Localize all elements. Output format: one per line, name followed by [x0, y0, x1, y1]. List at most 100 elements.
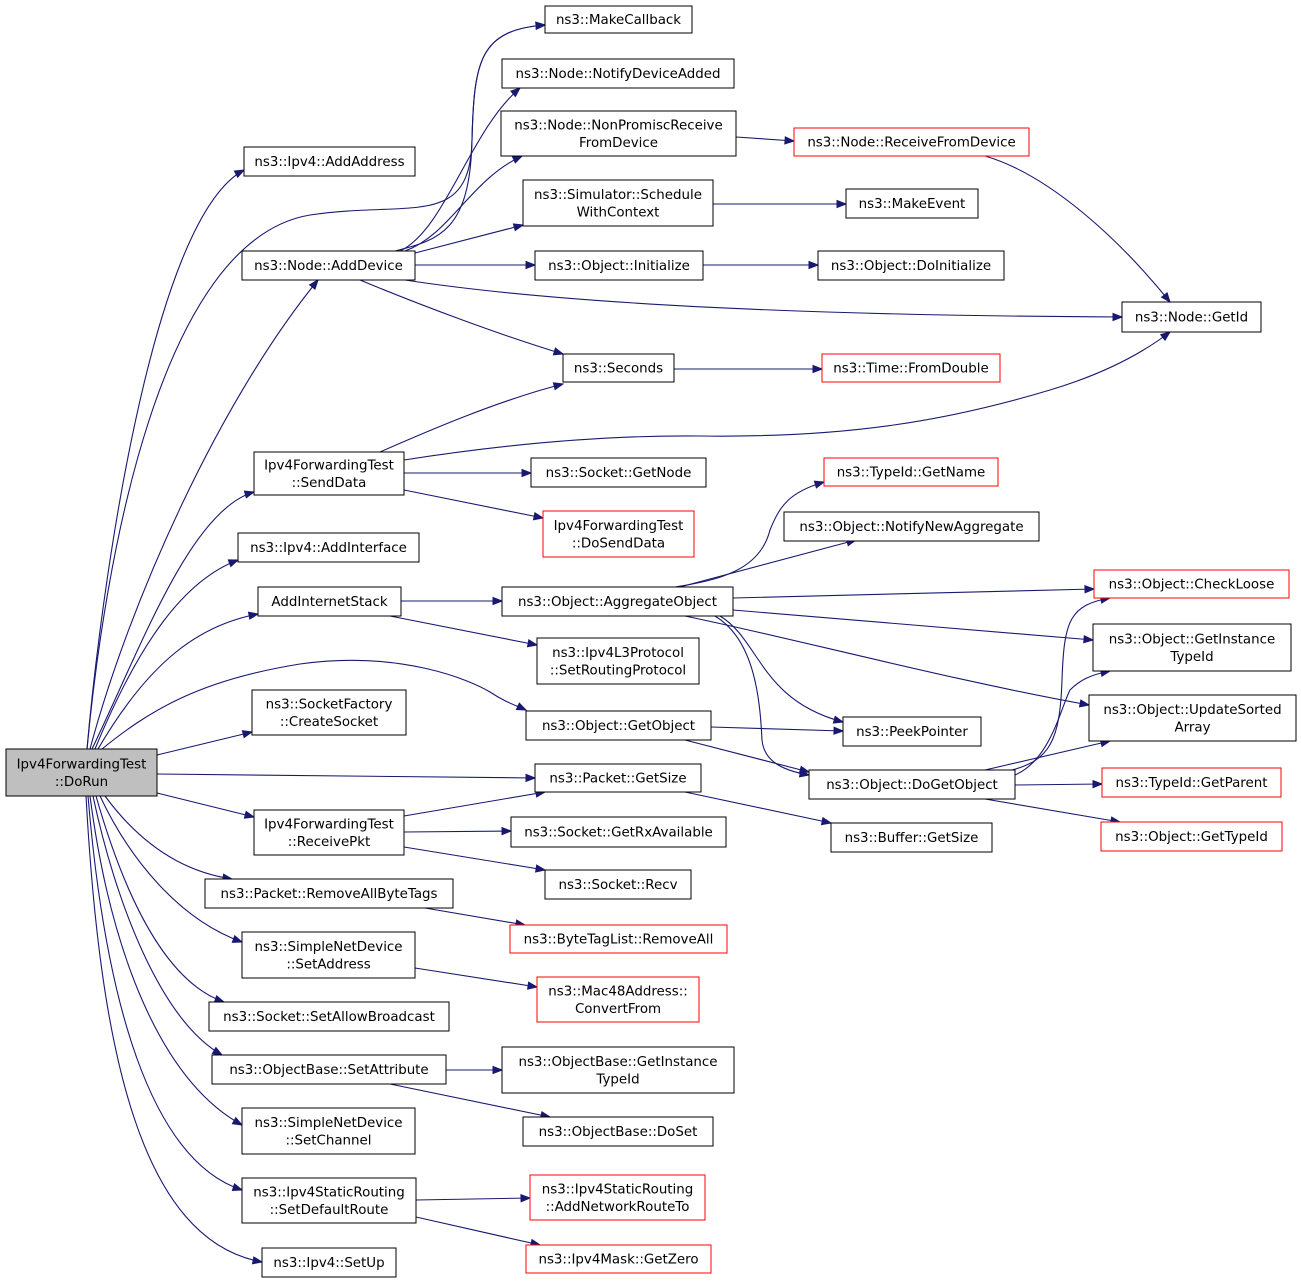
- node-notifynewaggregate[interactable]: ns3::Object::NotifyNewAggregate: [783, 511, 1040, 542]
- node-setchannel[interactable]: ns3::SimpleNetDevice::SetChannel: [241, 1107, 416, 1155]
- node-addinterface[interactable]: ns3::Ipv4::AddInterface: [237, 532, 420, 563]
- node-buffergetsize[interactable]: ns3::Buffer::GetSize: [830, 822, 993, 853]
- node-label-line: ns3::ObjectBase::DoSet: [539, 1125, 698, 1140]
- node-box: [257, 586, 402, 617]
- edge-dogetobject-to-gettypeid: [984, 798, 1122, 825]
- edge-setattribute-to-obgetinstancetypeid: [446, 1065, 504, 1075]
- node-aggregateobject[interactable]: ns3::Object::AggregateObject: [501, 586, 734, 617]
- node-removeall[interactable]: ns3::ByteTagList::RemoveAll: [509, 924, 728, 954]
- edge-getobject-to-dogetobject: [684, 739, 811, 774]
- node-getname[interactable]: ns3::TypeId::GetName: [823, 457, 999, 487]
- node-getnode[interactable]: ns3::Socket::GetNode: [530, 457, 707, 488]
- call-nodes: Ipv4ForwardingTest::DoRun ns3::MakeCallba…: [5, 5, 1297, 1278]
- edge-root-to-setaddress: [99, 795, 244, 943]
- edge-senddata-to-seconds: [379, 382, 565, 453]
- call-edges: [85, 21, 1172, 1265]
- node-label-line: ns3::Socket::GetNode: [546, 466, 692, 481]
- node-box: [783, 511, 1040, 542]
- node-box: [241, 1107, 416, 1155]
- edge-setaddress-to-convertfrom: [414, 967, 539, 990]
- node-box: [1092, 623, 1292, 672]
- node-label-line: ns3::SocketFactory: [266, 697, 393, 712]
- node-box: [529, 1174, 706, 1221]
- node-box: [1088, 694, 1297, 742]
- node-box: [525, 710, 712, 741]
- node-box: [534, 250, 704, 281]
- node-root[interactable]: Ipv4ForwardingTest::DoRun: [5, 748, 158, 797]
- node-setup[interactable]: ns3::Ipv4::SetUp: [261, 1247, 397, 1278]
- edge-getobject-to-peekpointer: [710, 726, 845, 735]
- node-box: [253, 809, 405, 856]
- node-gettypeid[interactable]: ns3::Object::GetTypeId: [1100, 821, 1283, 852]
- node-recv[interactable]: ns3::Socket::Recv: [544, 869, 692, 900]
- node-peekpointer[interactable]: ns3::PeekPointer: [842, 716, 982, 747]
- node-label-line: ns3::Ipv4::AddAddress: [254, 155, 404, 170]
- node-senddata[interactable]: Ipv4ForwardingTest::SendData: [253, 451, 405, 496]
- node-initialize[interactable]: ns3::Object::Initialize: [534, 250, 704, 281]
- node-setdefaultroute[interactable]: ns3::Ipv4StaticRouting::SetDefaultRoute: [241, 1177, 417, 1224]
- node-dogetobject[interactable]: ns3::Object::DoGetObject: [808, 769, 1016, 800]
- node-getobject[interactable]: ns3::Object::GetObject: [525, 710, 712, 741]
- node-makeevent[interactable]: ns3::MakeEvent: [845, 188, 979, 219]
- edge-packetgetsize-to-buffergetsize: [684, 791, 833, 826]
- node-box: [536, 637, 700, 685]
- node-doinitialize[interactable]: ns3::Object::DoInitialize: [817, 250, 1005, 281]
- node-getzero[interactable]: ns3::Ipv4Mask::GetZero: [525, 1244, 712, 1274]
- node-label-line: ns3::ObjectBase::GetInstance: [518, 1055, 717, 1070]
- node-box: [237, 532, 420, 563]
- node-addnetworkrouteto[interactable]: ns3::Ipv4StaticRouting::AddNetworkRouteT…: [529, 1174, 706, 1221]
- edge-aggregateobject-to-checkloose: [732, 584, 1096, 599]
- edge-root-to-getobject: [101, 659, 528, 750]
- node-checkloose[interactable]: ns3::Object::CheckLoose: [1093, 569, 1290, 599]
- edge-aggregateobject-to-notifynewaggregate: [679, 538, 858, 588]
- node-box: [562, 353, 675, 383]
- node-box: [253, 451, 405, 496]
- node-createsocket[interactable]: ns3::SocketFactory::CreateSocket: [251, 689, 407, 736]
- node-label-line: ns3::Ipv4StaticRouting: [542, 1182, 694, 1197]
- node-doset[interactable]: ns3::ObjectBase::DoSet: [522, 1116, 714, 1147]
- node-label-line: Ipv4ForwardingTest: [554, 519, 684, 534]
- edge-root-to-addaddress: [86, 169, 246, 750]
- node-receivepkt[interactable]: Ipv4ForwardingTest::ReceivePkt: [253, 809, 405, 856]
- node-notifydeviceadded[interactable]: ns3::Node::NotifyDeviceAdded: [501, 58, 735, 89]
- node-adddevice[interactable]: ns3::Node::AddDevice: [241, 250, 416, 281]
- node-label-line: ns3::Node::ReceiveFromDevice: [807, 136, 1015, 151]
- node-fromdouble[interactable]: ns3::Time::FromDouble: [821, 353, 1001, 383]
- edge-root-to-addinternetstack: [97, 611, 260, 750]
- node-box: [241, 250, 416, 281]
- node-convertfrom[interactable]: ns3::Mac48Address::ConvertFrom: [536, 976, 700, 1023]
- node-box: [208, 1001, 450, 1032]
- node-receivefromdevice[interactable]: ns3::Node::ReceiveFromDevice: [793, 127, 1030, 157]
- node-label-line: ns3::TypeId::GetParent: [1116, 776, 1268, 791]
- node-getid[interactable]: ns3::Node::GetId: [1121, 301, 1262, 333]
- node-dosenddata[interactable]: Ipv4ForwardingTest::DoSendData: [542, 510, 695, 558]
- node-setaddress[interactable]: ns3::SimpleNetDevice::SetAddress: [241, 931, 416, 979]
- node-box: [808, 769, 1016, 800]
- node-seconds[interactable]: ns3::Seconds: [562, 353, 675, 383]
- edge-senddata-to-getnode: [404, 468, 533, 478]
- node-makecallback[interactable]: ns3::MakeCallback: [544, 5, 693, 34]
- node-setroutingprotocol[interactable]: ns3::Ipv4L3Protocol::SetRoutingProtocol: [536, 637, 700, 685]
- node-addinternetstack[interactable]: AddInternetStack: [257, 586, 402, 617]
- node-setattribute[interactable]: ns3::ObjectBase::SetAttribute: [211, 1054, 447, 1085]
- node-label-line: ns3::PeekPointer: [856, 725, 968, 740]
- node-getparent[interactable]: ns3::TypeId::GetParent: [1101, 767, 1282, 798]
- node-label-line: Array: [1174, 720, 1210, 735]
- node-box: [500, 110, 737, 157]
- edge-addinternetstack-to-setroutingprotocol: [389, 615, 539, 648]
- node-getrxavailable[interactable]: ns3::Socket::GetRxAvailable: [510, 816, 727, 848]
- node-box: [243, 146, 416, 177]
- node-removeallbytetags[interactable]: ns3::Packet::RemoveAllByteTags: [204, 878, 454, 909]
- node-setallowbroadcast[interactable]: ns3::Socket::SetAllowBroadcast: [208, 1001, 450, 1032]
- node-addaddress[interactable]: ns3::Ipv4::AddAddress: [243, 146, 416, 177]
- edge-root-to-removeallbytetags: [104, 795, 234, 882]
- node-label-line: ns3::Object::DoInitialize: [831, 259, 991, 274]
- edge-seconds-to-fromdouble: [674, 364, 824, 374]
- node-packetgetsize[interactable]: ns3::Packet::GetSize: [534, 763, 702, 793]
